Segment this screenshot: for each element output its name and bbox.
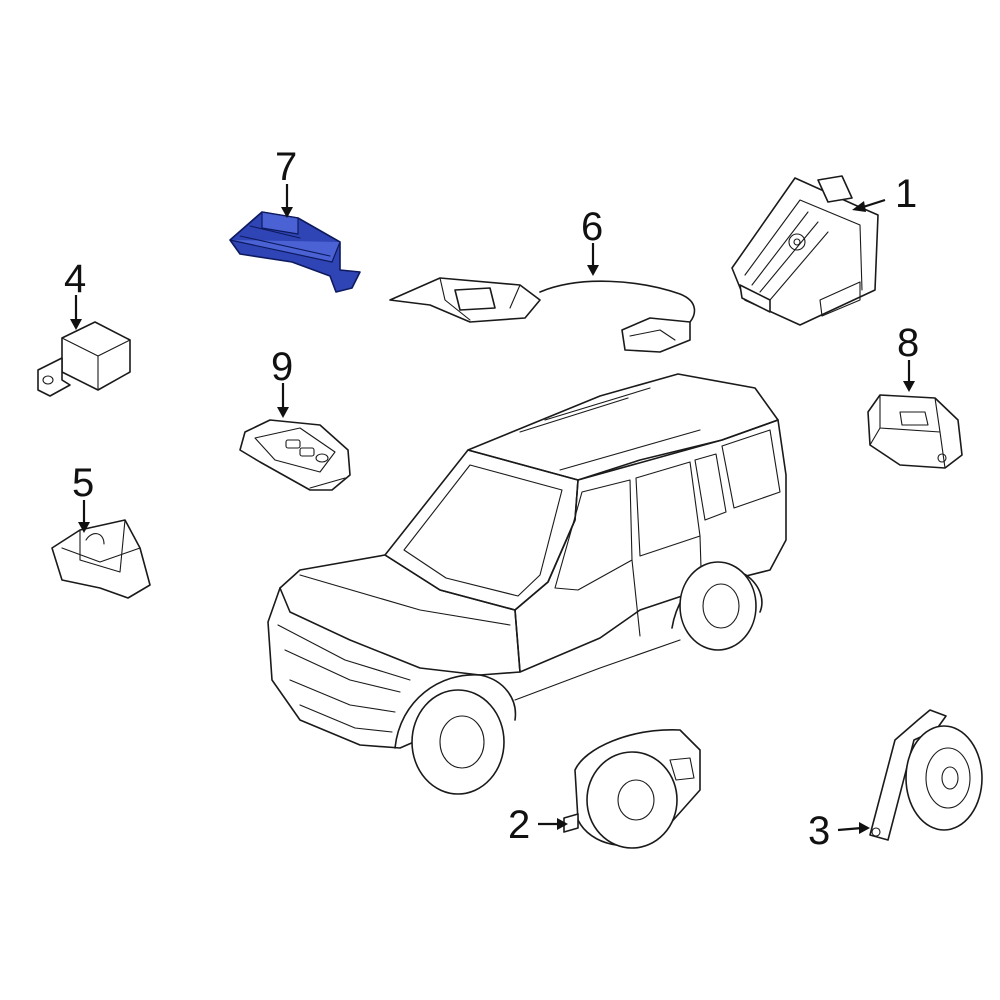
part-1-control-module[interactable] — [731, 175, 879, 326]
part-7-highlighted[interactable] — [229, 211, 361, 293]
callout-2[interactable]: 2 — [508, 803, 530, 847]
part-5-bracket[interactable] — [51, 519, 151, 599]
callout-9[interactable]: 9 — [271, 345, 293, 389]
callout-arrows — [70, 184, 915, 834]
part-4-sensor[interactable] — [37, 321, 131, 397]
part-2-siren[interactable] — [563, 729, 701, 849]
callout-8[interactable]: 8 — [897, 321, 919, 365]
part-6-antenna-module[interactable] — [389, 277, 696, 353]
callout-1[interactable]: 1 — [895, 172, 917, 216]
part-3-horn[interactable] — [869, 709, 983, 841]
callout-labels: 1 2 3 4 5 6 7 8 9 — [64, 145, 919, 853]
callout-3[interactable]: 3 — [808, 809, 830, 853]
callout-7[interactable]: 7 — [275, 145, 297, 189]
callout-4[interactable]: 4 — [64, 257, 86, 301]
part-8-module[interactable] — [867, 394, 963, 469]
vehicle-outline — [267, 373, 787, 795]
callout-6[interactable]: 6 — [581, 205, 603, 249]
callout-5[interactable]: 5 — [72, 461, 94, 505]
part-9-key-fob[interactable] — [239, 419, 351, 491]
